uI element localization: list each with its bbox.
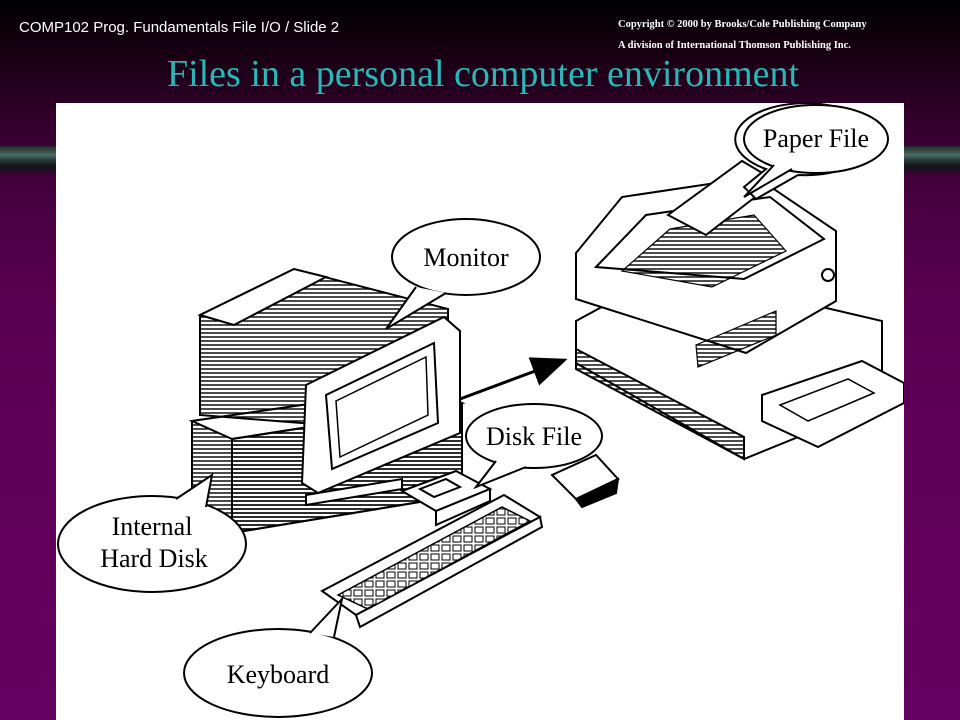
- mouse-icon: [550, 453, 620, 509]
- copyright-notice: Copyright © 2000 by Brooks/Cole Publishi…: [618, 14, 867, 56]
- slide-label: COMP102 Prog. Fundamentals File I/O / Sl…: [19, 19, 340, 36]
- copyright-line-2: A division of International Thomson Publ…: [618, 40, 851, 51]
- diskette-icon: [399, 469, 493, 527]
- callout-monitor: Monitor: [385, 218, 541, 330]
- callout-disk-file: Disk File: [465, 403, 603, 490]
- callout-internal-hard-disk: Internal Hard Disk: [57, 472, 247, 593]
- printer-icon: [575, 159, 904, 461]
- slide-title: Files in a personal computer environment: [166, 53, 800, 95]
- computer-icon: [188, 267, 466, 535]
- callout-paper-file: Paper File: [734, 103, 889, 201]
- callout-internal-label-line1: Internal: [112, 512, 193, 541]
- diagram-panel: Paper File Monitor Disk File Internal Ha…: [56, 103, 904, 720]
- callout-keyboard-label: Keyboard: [227, 660, 330, 689]
- callout-internal-label-line2: Hard Disk: [100, 544, 208, 573]
- computer-environment-diagram: Paper File Monitor Disk File Internal Ha…: [57, 103, 904, 718]
- callout-keyboard: Keyboard: [183, 595, 373, 718]
- keyboard-icon: [320, 493, 544, 629]
- copyright-line-1: Copyright © 2000 by Brooks/Cole Publishi…: [618, 19, 867, 30]
- callout-paper-file-label: Paper File: [763, 124, 869, 153]
- callout-monitor-label: Monitor: [423, 243, 509, 272]
- callout-disk-file-label: Disk File: [486, 422, 582, 451]
- output-arrow: [459, 357, 568, 401]
